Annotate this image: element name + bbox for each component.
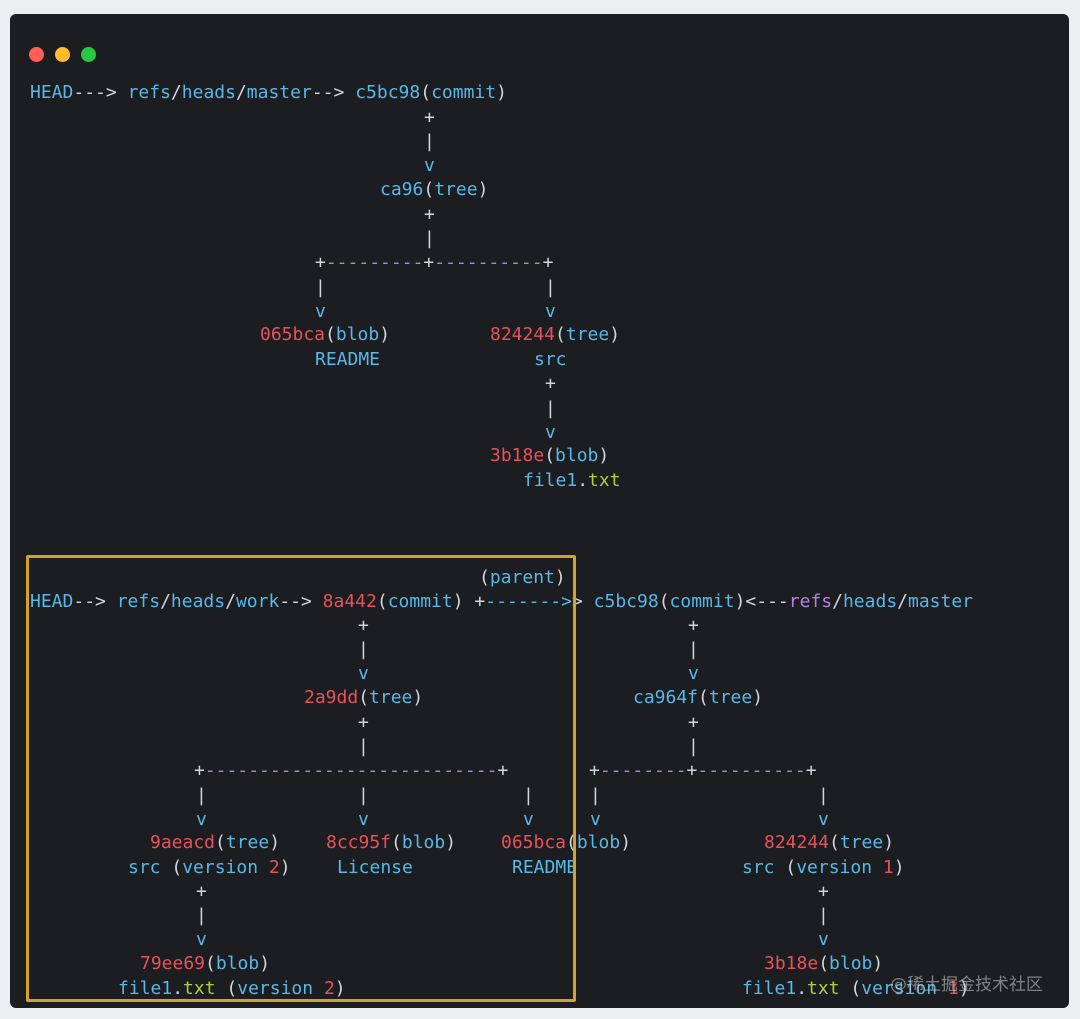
connector-arrow: v <box>523 809 534 830</box>
connector-bar: | <box>818 905 829 926</box>
connector-plus: + <box>358 615 369 636</box>
watermark: @稀土掘金技术社区 <box>890 975 1043 995</box>
bottom-blob-license-name: License <box>337 857 413 878</box>
connector-plus: + <box>424 204 435 225</box>
close-window-button[interactable] <box>29 47 44 62</box>
connector-bar: | <box>358 736 369 757</box>
bottom-tree-9aeacd-name: src (version 2) <box>128 857 291 878</box>
bottom-tree-left: 2a9dd(tree) <box>304 687 424 708</box>
top-blob-file1: 3b18e(blob) <box>490 445 610 466</box>
connector-plus: + <box>688 712 699 733</box>
terminal-window <box>10 14 1069 1008</box>
connector-plus: + <box>196 881 207 902</box>
connector-plus: + <box>358 712 369 733</box>
connector-arrow: v <box>196 809 207 830</box>
connector-bar: | <box>196 785 207 806</box>
connector-bar: | <box>358 639 369 660</box>
connector-arrow: v <box>688 663 699 684</box>
connector-bar: | <box>688 736 699 757</box>
connector-arrow: v <box>358 663 369 684</box>
maximize-window-button[interactable] <box>81 47 96 62</box>
connector-arrow: v <box>196 929 207 950</box>
connector-plus: + <box>545 373 556 394</box>
bottom-blob-79ee69-name: file1.txt (version 2) <box>118 978 346 999</box>
bottom-left-branch-line: +---------------------------+ <box>194 760 509 781</box>
bottom-blob-3b18e: 3b18e(blob) <box>764 953 884 974</box>
bottom-blob-79ee69: 79ee69(blob) <box>140 953 271 974</box>
connector-bar: | <box>590 785 601 806</box>
highlight-box <box>26 555 576 1002</box>
top-tree-src: 824244(tree) <box>490 324 621 345</box>
top-tree-src-name: src <box>534 349 567 370</box>
bottom-head-ref-line: HEAD--> refs/heads/work--> 8a442(commit)… <box>30 591 974 612</box>
connector-bar: | <box>196 905 207 926</box>
top-blob-readme: 065bca(blob) <box>260 324 391 345</box>
connector-arrow: v <box>590 809 601 830</box>
parent-label: (parent) <box>479 567 566 588</box>
bottom-tree-824244-name: src (version 1) <box>742 857 905 878</box>
connector-arrow: v <box>315 301 326 322</box>
bottom-tree-824244: 824244(tree) <box>764 832 895 853</box>
top-blob-readme-name: README <box>315 349 381 370</box>
top-blob-file1-name: file1.txt <box>523 470 621 491</box>
connector-plus: + <box>424 107 435 128</box>
connector-arrow: v <box>545 422 556 443</box>
top-tree-node: ca96(tree) <box>380 179 489 200</box>
top-head-ref-line: HEAD---> refs/heads/master--> c5bc98(com… <box>30 82 507 103</box>
bottom-blob-readme-name: README <box>512 857 578 878</box>
connector-arrow: v <box>358 809 369 830</box>
connector-bar: | <box>315 277 326 298</box>
connector-arrow: v <box>818 929 829 950</box>
bottom-blob-3b18e-name: file1.txt (version 1) <box>742 978 970 999</box>
connector-arrow: v <box>545 301 556 322</box>
connector-bar: | <box>358 785 369 806</box>
top-branch-line: +---------+----------+ <box>315 252 554 273</box>
connector-bar: | <box>424 131 435 152</box>
connector-bar: | <box>545 398 556 419</box>
bottom-blob-license: 8cc95f(blob) <box>326 832 457 853</box>
connector-bar: | <box>688 639 699 660</box>
minimize-window-button[interactable] <box>55 47 70 62</box>
connector-plus: + <box>818 881 829 902</box>
bottom-blob-readme: 065bca(blob) <box>501 832 632 853</box>
connector-arrow: v <box>424 155 435 176</box>
bottom-right-branch-line: +--------+----------+ <box>589 760 817 781</box>
bottom-tree-9aeacd: 9aeacd(tree) <box>150 832 281 853</box>
bottom-tree-right: ca964f(tree) <box>633 687 764 708</box>
connector-bar: | <box>818 785 829 806</box>
connector-plus: + <box>688 615 699 636</box>
connector-bar: | <box>523 785 534 806</box>
connector-arrow: v <box>818 809 829 830</box>
connector-bar: | <box>545 277 556 298</box>
connector-bar: | <box>424 228 435 249</box>
